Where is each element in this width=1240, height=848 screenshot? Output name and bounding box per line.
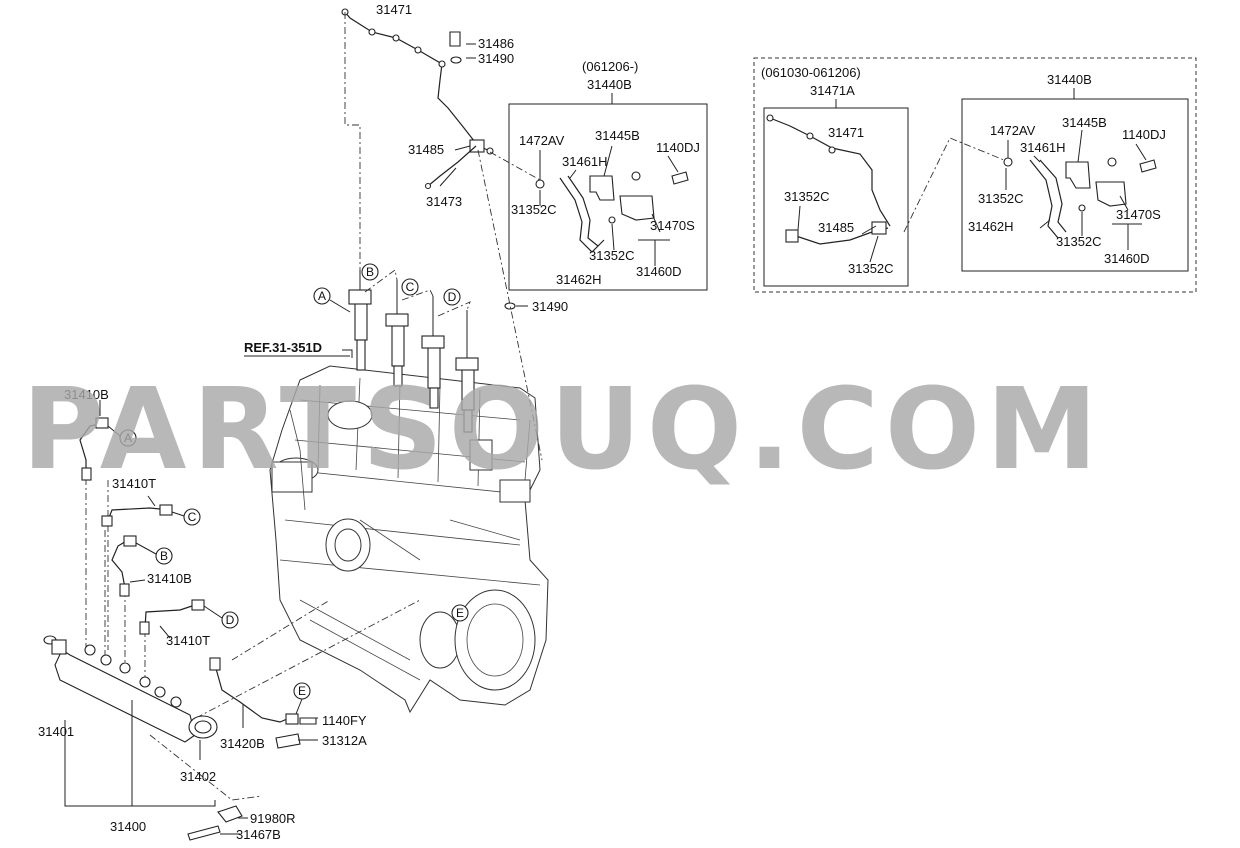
engine-block (269, 365, 549, 714)
injector-pipes (79, 417, 205, 635)
label-1140fy: 1140FY (322, 713, 367, 728)
callout-c-pipe: C (171, 508, 201, 526)
svg-text:A: A (318, 289, 326, 303)
box2-31445b: 31445B (1062, 115, 1107, 130)
box1-1140dj: 1140DJ (656, 140, 700, 155)
box2-31352c-d: 31352C (1056, 234, 1102, 249)
leader-lines (64, 43, 528, 835)
svg-text:E: E (456, 606, 464, 620)
svg-text:A: A (124, 431, 132, 445)
rail-feed-pipe (214, 664, 295, 723)
svg-text:C: C (188, 510, 197, 524)
label-31410t-d: 31410T (166, 633, 210, 648)
label-31402: 31402 (180, 769, 216, 784)
label-31490-mid: 31490 (532, 299, 568, 314)
box1-31352c-b: 31352C (589, 248, 635, 263)
box1-31460d: 31460D (636, 264, 682, 279)
callout-c-top: C (401, 278, 419, 296)
callout-e-pipe: E (293, 682, 311, 715)
callout-b-top: B (361, 263, 379, 281)
label-31420b: 31420B (220, 736, 265, 751)
box2-1140dj: 1140DJ (1122, 127, 1166, 142)
box1-1472av: 1472AV (519, 133, 565, 148)
bracket-91980r (217, 805, 243, 823)
callout-a-left: A (313, 287, 351, 313)
injector-c (421, 335, 445, 409)
label-31490-top: 31490 (478, 51, 514, 66)
box-061206: (061206-) 31440B 1472AV 31445B 1140DJ 31… (508, 59, 708, 291)
box2-31485: 31485 (818, 220, 854, 235)
callout-d-top: D (443, 288, 461, 306)
injector-d (455, 357, 479, 433)
box2-31352c-b: 31352C (848, 261, 894, 276)
injector-a (348, 289, 372, 371)
label-31485: 31485 (408, 142, 444, 157)
box-061030-061206: (061030-061206) 31471A 31471 31352C 3148… (753, 57, 1197, 293)
box2-date: (061030-061206) (761, 65, 861, 80)
clip-31312a (275, 733, 301, 749)
svg-text:B: B (160, 549, 168, 563)
box2-31461h: 31461H (1020, 140, 1066, 155)
box2-1472av: 1472AV (990, 123, 1036, 138)
box2-31471: 31471 (828, 125, 864, 140)
box1-title: 31440B (587, 77, 632, 92)
box2-31352c-c: 31352C (978, 191, 1024, 206)
callout-e-engine: E (451, 604, 469, 622)
svg-text:B: B (366, 265, 374, 279)
label-31410t-c: 31410T (112, 476, 156, 491)
label-31410b-b: 31410B (147, 571, 192, 586)
common-rail (43, 635, 218, 743)
label-31400: 31400 (110, 819, 146, 834)
label-31401: 31401 (38, 724, 74, 739)
box1-31470s: 31470S (650, 218, 695, 233)
box1-date: (061206-) (582, 59, 638, 74)
injector-b (385, 313, 409, 387)
svg-text:D: D (226, 613, 235, 627)
box2-31352c-a: 31352C (784, 189, 830, 204)
box2-sub-title: 31471A (810, 83, 855, 98)
box2-31462h: 31462H (968, 219, 1014, 234)
box2-31460d: 31460D (1104, 251, 1150, 266)
injector-group (348, 270, 479, 433)
bolt-31467b (187, 825, 221, 841)
svg-text:E: E (298, 684, 306, 698)
box2-title: 31440B (1047, 72, 1092, 87)
box1-31461h: 31461H (562, 154, 608, 169)
callout-a-pipe: A (107, 425, 137, 447)
svg-text:D: D (448, 290, 457, 304)
watermark: PARTSOUQ.COM (22, 365, 1104, 495)
svg-text:C: C (406, 280, 415, 294)
main-labels: 31471 31486 31490 31485 31473 31490 REF.… (38, 2, 568, 842)
box2-31470s: 31470S (1116, 207, 1161, 222)
label-91980r: 91980R (250, 811, 296, 826)
label-31486: 31486 (478, 36, 514, 51)
bolt-1140fy (299, 717, 317, 725)
label-31410b-a: 31410B (64, 387, 109, 402)
label-31467b: 31467B (236, 827, 281, 842)
box1-31462h: 31462H (556, 272, 602, 287)
callout-d-pipe: D (203, 605, 239, 629)
return-line (341, 8, 516, 310)
box1-31352c-a: 31352C (511, 202, 557, 217)
label-ref: REF.31-351D (244, 340, 322, 355)
callout-b-pipe: B (135, 542, 173, 565)
box1-31445b: 31445B (595, 128, 640, 143)
label-31471: 31471 (376, 2, 412, 17)
label-31312a: 31312A (322, 733, 367, 748)
label-31473: 31473 (426, 194, 462, 209)
